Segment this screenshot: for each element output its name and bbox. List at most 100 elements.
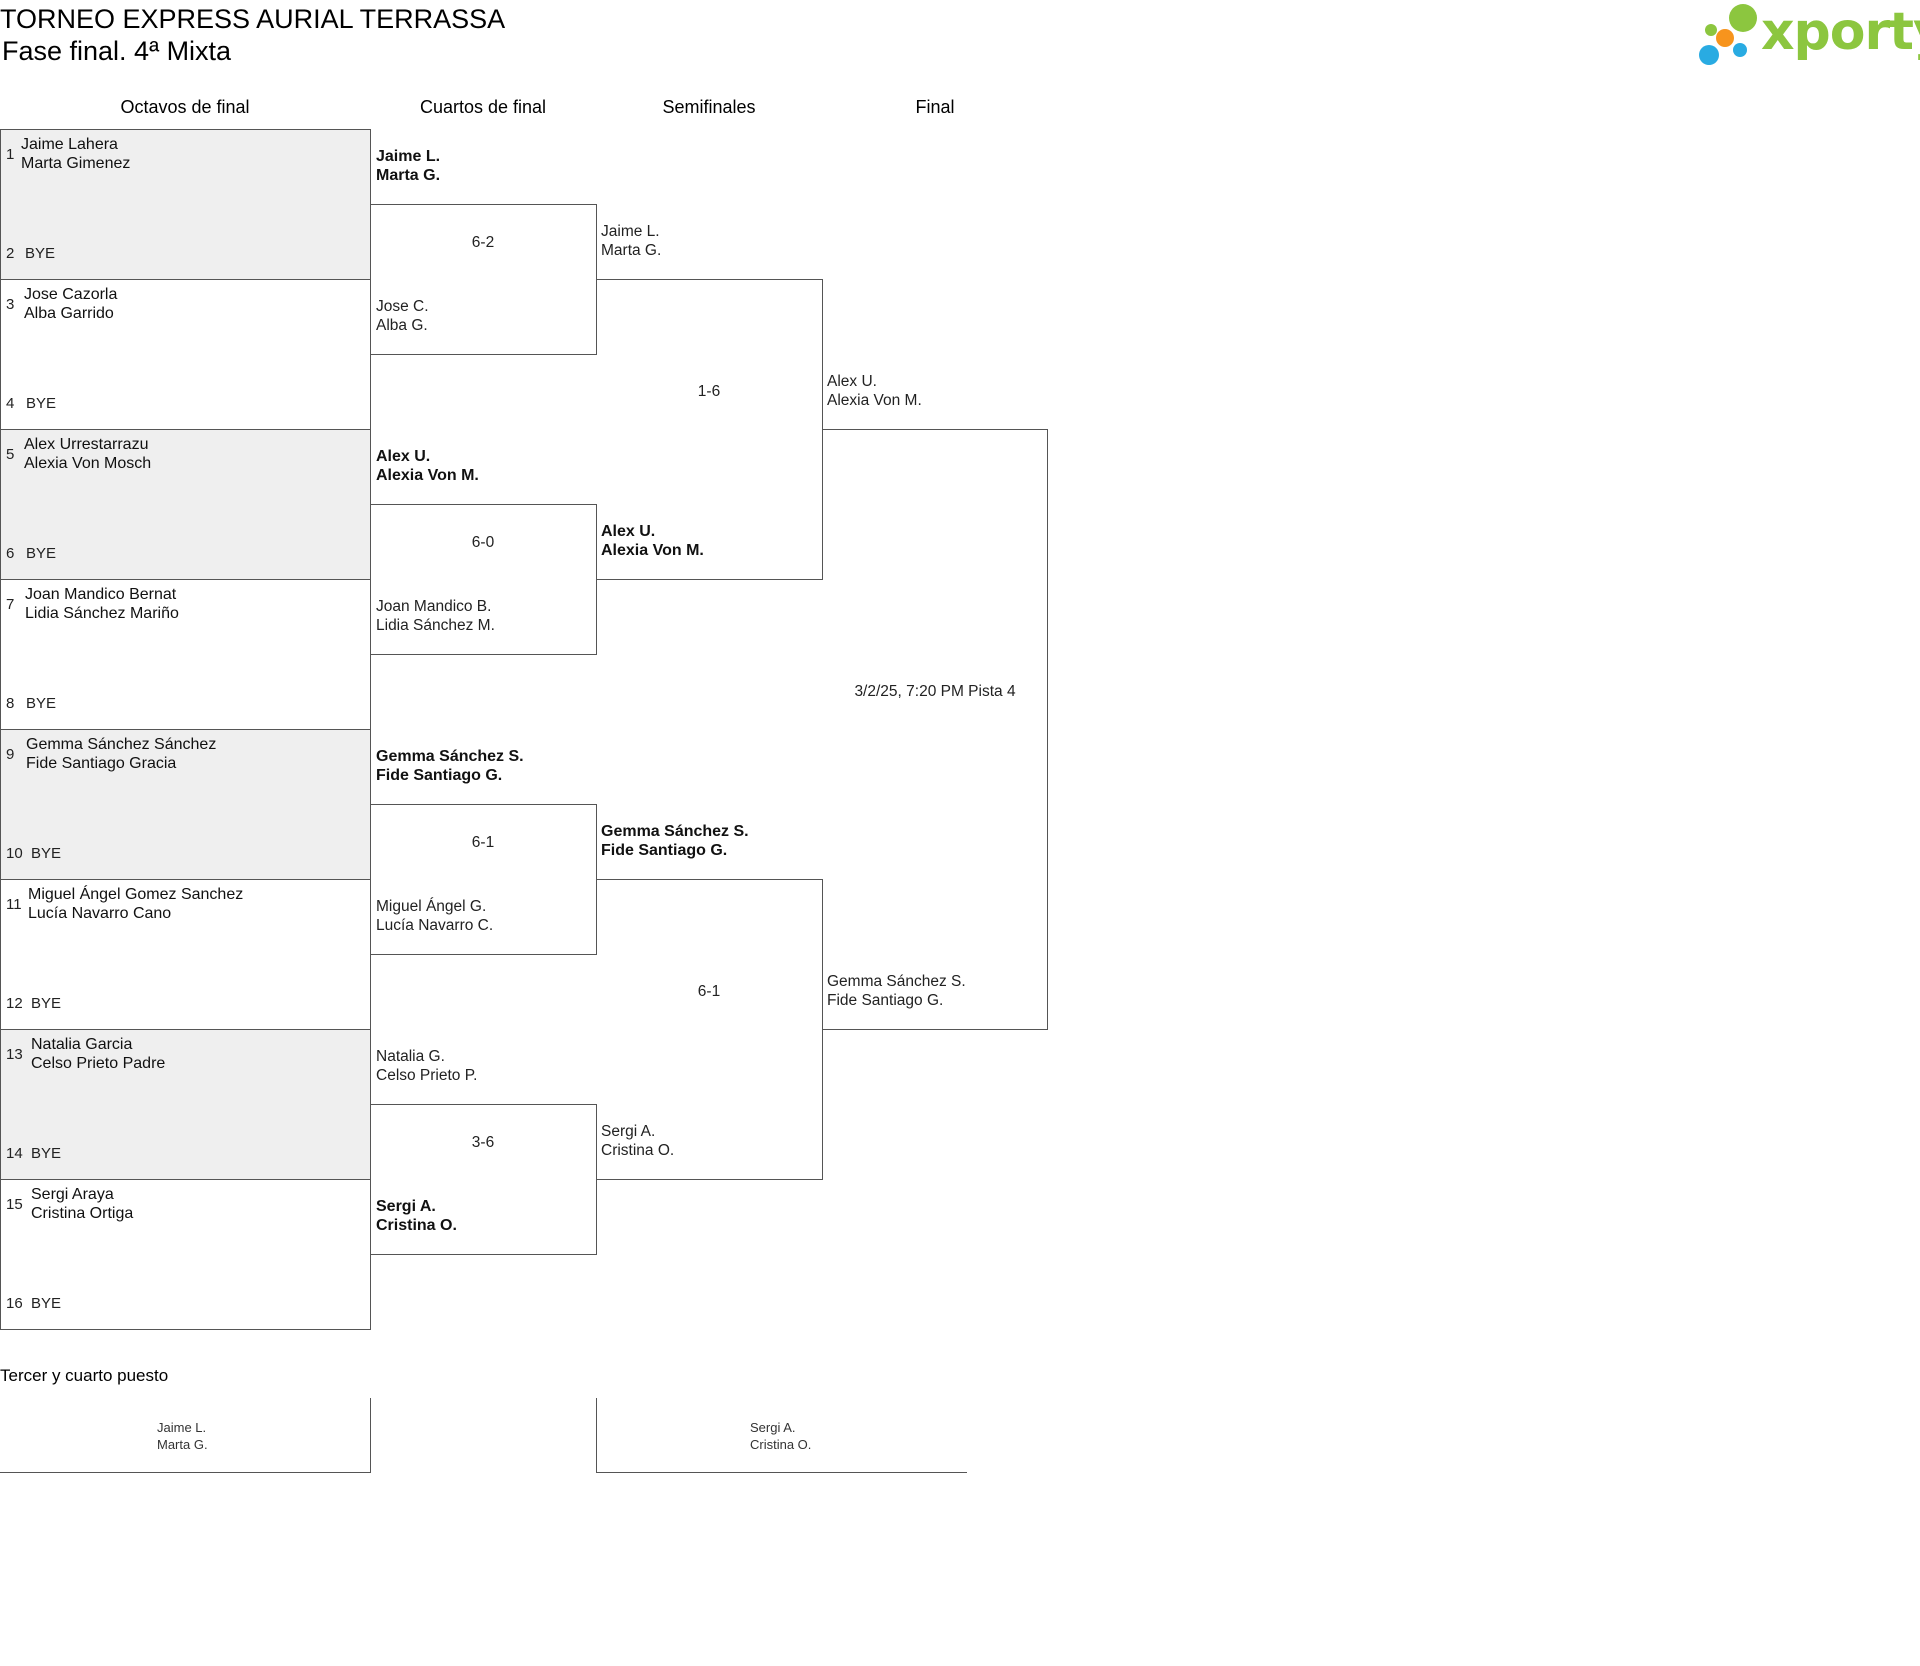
player-name: Celso Prieto P. [376,1067,478,1084]
cuartos-match-bracket: 6-1 Miguel Ángel G. Lucía Navarro C. [370,804,597,955]
player-name: Jose C. [376,298,429,315]
match-schedule: 3/2/25, 7:20 PM Pista 4 [854,683,1016,700]
logo-dots-icon [1699,4,1757,65]
match-score: 6-1 [471,834,495,851]
player-name: Natalia Garcia [31,1036,133,1053]
octavos-match: 13 Natalia Garcia Celso Prieto Padre 14 … [0,1029,371,1180]
player-name: Sergi A. [601,1123,656,1140]
player-name: Alexia Von Mosch [24,455,152,472]
player-name: Lucía Navarro C. [376,917,494,934]
player-name: Marta G. [376,167,441,184]
third-place-title: Tercer y cuarto puesto [0,1366,169,1385]
player-name: Marta G. [157,1437,208,1452]
player-name: Marta G. [601,242,662,259]
player-name: Alex U. [601,523,656,540]
seed-number: 3 [6,296,15,313]
third-place-right: Sergi A. Cristina O. [596,1398,967,1473]
player-name: Jaime L. [601,223,660,240]
semis-match-bracket: 6-1 Sergi A. Cristina O. [596,879,823,1180]
player-name: Gemma Sánchez S. [827,973,966,990]
third-place-left: Jaime L. Marta G. [0,1398,371,1473]
cuartos-match-bracket: 6-0 Joan Mandico B. Lidia Sánchez M. [370,504,597,655]
bye-label: BYE [25,245,56,262]
page-subtitle: Fase final. 4ª Mixta [2,36,232,66]
player-name: Joan Mandico Bernat [25,586,177,603]
player-name: Gemma Sánchez S. [601,823,749,840]
seed-number: 4 [6,395,15,412]
player-name: Joan Mandico B. [376,598,492,615]
cuartos-match-bracket: 6-2 Jose C. Alba G. [370,204,597,355]
semis-match-bracket: 1-6 Alex U. Alexia Von M. [596,279,823,580]
seed-number: 2 [6,245,15,262]
round-title-octavos: Octavos de final [120,97,250,117]
seed-number: 10 [6,845,23,862]
bye-label: BYE [31,1145,62,1162]
player-name: Fide Santiago G. [376,767,503,784]
seed-number: 14 [6,1145,23,1162]
cuartos-match-bracket: 3-6 Sergi A. Cristina O. [370,1104,597,1255]
player-name: Cristina O. [601,1142,675,1159]
seed-number: 11 [6,896,22,913]
player-name: Alexia Von M. [376,467,479,484]
seed-number: 16 [6,1295,23,1312]
bye-label: BYE [31,995,62,1012]
player-name: Alexia Von M. [601,542,704,559]
player-name: Miguel Ángel Gomez Sanchez [28,886,244,903]
match-score: 6-0 [471,534,495,551]
match-score: 6-2 [471,234,495,251]
round-title-final: Final [915,97,955,117]
page-title: TORNEO EXPRESS AURIAL TERRASSA [0,4,506,34]
octavos-match: 1 Jaime Lahera Marta Gimenez 2 BYE [0,129,371,280]
player-name: Marta Gimenez [21,155,131,172]
seed-number: 6 [6,545,15,562]
player-name: Jaime L. [157,1420,207,1435]
octavos-match: 9 Gemma Sánchez Sánchez Fide Santiago Gr… [0,729,371,880]
octavos-match: 7 Joan Mandico Bernat Lidia Sánchez Mari… [0,579,371,730]
player-name: Sergi A. [750,1420,796,1435]
match-score: 3-6 [471,1134,495,1151]
match-score: 1-6 [697,383,721,400]
bye-label: BYE [26,545,57,562]
player-name: Jaime Lahera [21,136,118,153]
seed-number: 7 [6,596,15,613]
round-title-semifinales: Semifinales [662,97,756,117]
player-name: Sergi Araya [31,1186,114,1203]
seed-number: 5 [6,446,15,463]
octavos-match: 5 Alex Urrestarrazu Alexia Von Mosch 6 B… [0,429,371,580]
player-name: Cristina O. [376,1217,457,1234]
player-name: Celso Prieto Padre [31,1055,166,1072]
player-name: Fide Santiago G. [601,842,728,859]
final-match-bracket: 3/2/25, 7:20 PM Pista 4 Gemma Sánchez S.… [822,429,1048,1030]
player-name: Lidia Sánchez Mariño [25,605,179,622]
bye-label: BYE [26,695,57,712]
bye-label: BYE [31,1295,62,1312]
player-name: Jaime L. [376,148,441,165]
player-name: Cristina O. [750,1437,812,1452]
player-name: Alba G. [376,317,428,334]
player-name: Alexia Von M. [827,392,922,409]
bye-label: BYE [31,845,62,862]
seed-number: 13 [6,1046,23,1063]
round-title-cuartos: Cuartos de final [419,97,547,117]
seed-number: 1 [6,146,15,163]
logo-text: xporty [1761,2,1920,62]
player-name: Alba Garrido [24,305,114,322]
player-name: Sergi A. [376,1198,436,1215]
player-name: Lidia Sánchez M. [376,617,495,634]
player-name: Fide Santiago Gracia [26,755,177,772]
bye-label: BYE [26,395,57,412]
match-score: 6-1 [697,983,721,1000]
octavos-match: 15 Sergi Araya Cristina Ortiga 16 BYE [0,1179,371,1330]
seed-number: 15 [6,1196,23,1213]
xporty-logo: xporty [1695,0,1920,70]
player-name: Alex U. [827,373,877,390]
player-name: Gemma Sánchez Sánchez [26,736,217,753]
player-name: Alex U. [376,448,431,465]
player-name: Cristina Ortiga [31,1205,134,1222]
seed-number: 9 [6,746,15,763]
player-name: Miguel Ángel G. [376,898,487,915]
player-name: Alex Urrestarrazu [24,436,149,453]
octavos-match: 3 Jose Cazorla Alba Garrido 4 BYE [0,279,371,430]
seed-number: 8 [6,695,15,712]
player-name: Jose Cazorla [24,286,118,303]
